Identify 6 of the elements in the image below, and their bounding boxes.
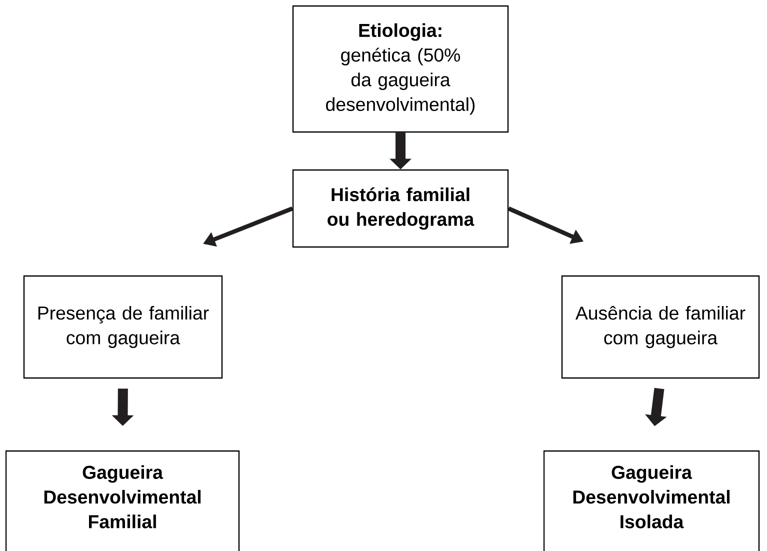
result-box: Gagueira Desenvolvimental Familial xyxy=(5,450,240,551)
process-box: História familial ou heredograma xyxy=(292,169,509,248)
process-box: Ausência de familiar com gagueira xyxy=(561,275,760,379)
result-box: Gagueira Desenvolvimental Isolada xyxy=(543,450,760,551)
process-box: Etiologia: genética (50% da gagueira desenvolvimental) xyxy=(292,5,509,133)
process-box: Presença de familiar com gagueira xyxy=(23,275,223,379)
